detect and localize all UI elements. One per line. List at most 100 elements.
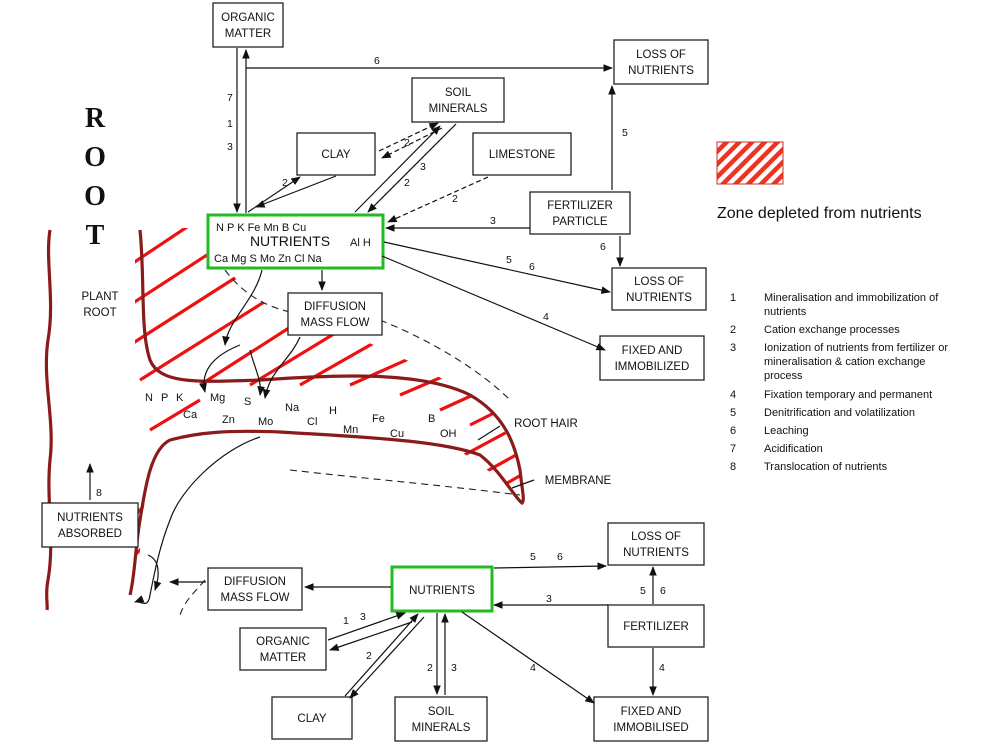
process-number: 3 — [360, 611, 366, 623]
svg-text:N: N — [145, 392, 153, 404]
process-number: 5 — [640, 585, 646, 597]
fertilizer-lower-box: FERTILIZER — [607, 604, 705, 648]
svg-text:2: 2 — [730, 324, 736, 336]
svg-text:Leaching: Leaching — [764, 425, 809, 437]
svg-text:Mg: Mg — [210, 392, 225, 404]
svg-text:3: 3 — [730, 342, 736, 354]
process-number: 2 — [366, 650, 372, 662]
svg-text:ORGANIC: ORGANIC — [221, 12, 275, 24]
svg-text:MASS FLOW: MASS FLOW — [300, 317, 369, 329]
svg-text:Mn: Mn — [343, 424, 358, 436]
svg-text:MASS FLOW: MASS FLOW — [220, 592, 289, 604]
process-number: 5 — [530, 551, 536, 563]
nutrients-upper-box: N P K Fe Mn B Cu NUTRIENTS Al H Ca Mg S … — [206, 213, 385, 270]
svg-text:Acidification: Acidification — [764, 443, 823, 455]
fixed-immobilised-lower-box: FIXED AND IMMOBILISED — [593, 696, 709, 742]
process-number: 2 — [452, 193, 458, 205]
svg-text:PARTICLE: PARTICLE — [552, 216, 608, 228]
svg-text:SOIL: SOIL — [445, 87, 472, 99]
svg-text:LOSS OF: LOSS OF — [634, 276, 684, 288]
root-letter: R — [85, 103, 106, 134]
clay-lower-box: CLAY — [271, 696, 353, 740]
svg-text:N P K Fe Mn B Cu: N P K Fe Mn B Cu — [216, 222, 306, 234]
svg-text:5: 5 — [730, 407, 736, 419]
loss-of-nutrients-top-box: LOSS OF NUTRIENTS — [613, 39, 709, 85]
legend-zone-label: Zone depleted from nutrients — [717, 205, 922, 222]
svg-text:6: 6 — [730, 425, 736, 437]
svg-text:1: 1 — [730, 292, 736, 304]
nutrients-absorbed-box: NUTRIENTS ABSORBED — [41, 502, 139, 548]
legend-hatch-swatch — [716, 141, 784, 185]
loss-of-nutrients-mid-box: LOSS OF NUTRIENTS — [611, 267, 707, 311]
svg-text:NUTRIENTS: NUTRIENTS — [57, 512, 123, 524]
membrane-label: MEMBRANE — [545, 475, 612, 487]
soil-minerals-lower-box: SOIL MINERALS — [394, 696, 488, 742]
svg-text:SOIL: SOIL — [428, 706, 455, 718]
svg-text:Ionization of nutrients from f: Ionization of nutrients from fertilizer … — [764, 342, 948, 354]
process-number: 5 — [506, 254, 512, 266]
process-key: 1 Mineralisation and immobilization of n… — [730, 292, 948, 473]
svg-text:FIXED AND: FIXED AND — [621, 706, 682, 718]
svg-text:MATTER: MATTER — [225, 28, 271, 40]
process-number: 6 — [374, 55, 380, 67]
svg-text:7: 7 — [730, 443, 736, 455]
process-number: 7 — [227, 92, 233, 104]
fixed-immobilized-upper-box: FIXED AND IMMOBILIZED — [599, 335, 705, 381]
root-hair-outline — [128, 229, 525, 596]
svg-text:LOSS OF: LOSS OF — [631, 531, 681, 543]
process-number: 3 — [451, 662, 457, 674]
plant-root-label: PLANT ROOT — [81, 291, 118, 319]
diffusion-mass-flow-lower-box: DIFFUSION MASS FLOW — [207, 567, 303, 611]
svg-text:process: process — [764, 370, 803, 382]
process-number: 6 — [557, 551, 563, 563]
svg-text:ROOT: ROOT — [83, 307, 116, 319]
process-number: 1 — [343, 615, 349, 627]
svg-text:Ca: Ca — [183, 409, 198, 421]
process-number: 8 — [96, 487, 102, 499]
svg-text:Na: Na — [285, 402, 300, 414]
soil-minerals-box: SOIL MINERALS — [411, 77, 505, 123]
svg-text:ORGANIC: ORGANIC — [256, 636, 310, 648]
organic-matter-lower-box: ORGANIC MATTER — [239, 627, 327, 671]
limestone-box: LIMESTONE — [472, 132, 572, 176]
svg-text:LOSS OF: LOSS OF — [636, 49, 686, 61]
svg-text:Cl: Cl — [307, 416, 317, 428]
svg-text:NUTRIENTS: NUTRIENTS — [250, 233, 330, 249]
process-number: 5 — [622, 127, 628, 139]
svg-text:Fixation temporary and permane: Fixation temporary and permanent — [764, 389, 932, 401]
diffusion-mass-flow-upper-box: DIFFUSION MASS FLOW — [287, 292, 383, 336]
svg-text:IMMOBILISED: IMMOBILISED — [613, 722, 688, 734]
svg-text:IMMOBILIZED: IMMOBILIZED — [615, 361, 690, 373]
svg-text:K: K — [176, 392, 184, 404]
svg-text:MINERALS: MINERALS — [429, 103, 488, 115]
process-number: 3 — [420, 161, 426, 173]
process-number: 3 — [490, 215, 496, 227]
svg-text:NUTRIENTS: NUTRIENTS — [626, 292, 692, 304]
process-number: 2 — [427, 662, 433, 674]
svg-text:P: P — [161, 392, 168, 404]
svg-text:OH: OH — [440, 428, 457, 440]
svg-text:DIFFUSION: DIFFUSION — [224, 576, 286, 588]
svg-text:Zn: Zn — [222, 414, 235, 426]
svg-text:NUTRIENTS: NUTRIENTS — [628, 65, 694, 77]
svg-text:S: S — [244, 396, 251, 408]
svg-text:Mo: Mo — [258, 416, 273, 428]
svg-text:8: 8 — [730, 461, 736, 473]
svg-text:NUTRIENTS: NUTRIENTS — [409, 585, 475, 597]
plant-root-outline — [44, 229, 53, 611]
process-number: 6 — [529, 261, 535, 273]
process-number: 2 — [282, 177, 288, 189]
process-number: 4 — [530, 662, 536, 674]
svg-text:Fe: Fe — [372, 413, 385, 425]
svg-text:FERTILIZER: FERTILIZER — [547, 200, 613, 212]
process-number: 1 — [227, 118, 233, 130]
svg-text:Cu: Cu — [390, 428, 404, 440]
process-number: 2 — [404, 137, 410, 149]
process-number: 4 — [659, 662, 665, 674]
svg-text:NUTRIENTS: NUTRIENTS — [623, 547, 689, 559]
svg-text:LIMESTONE: LIMESTONE — [489, 149, 556, 161]
svg-text:mineralisation & cation exchan: mineralisation & cation exchange — [764, 356, 925, 368]
svg-text:DIFFUSION: DIFFUSION — [304, 301, 366, 313]
loss-of-nutrients-lower-box: LOSS OF NUTRIENTS — [607, 522, 705, 566]
